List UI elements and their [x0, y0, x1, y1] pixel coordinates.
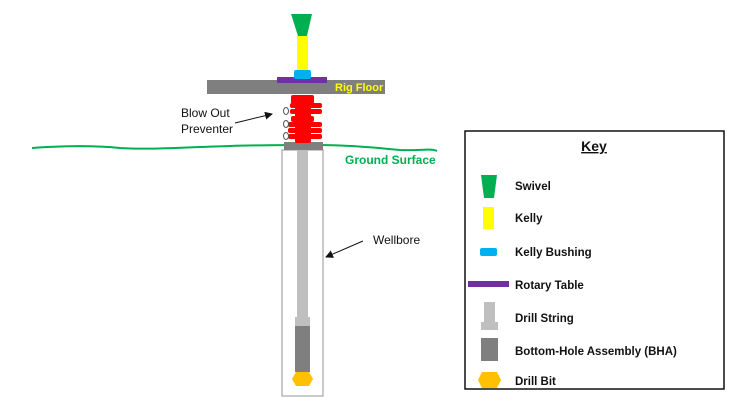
drill-bit [292, 372, 313, 386]
bop-label-line2: Preventer [181, 122, 233, 136]
swivel-icon [481, 175, 497, 198]
key-item-rotary-table: Rotary Table [515, 280, 584, 292]
bottom-hole-assembly [295, 326, 310, 372]
drill-string-icon [481, 302, 498, 330]
rig-floor-label: Rig Floor [335, 82, 384, 94]
key-title: Key [581, 138, 607, 154]
kelly [297, 36, 308, 70]
rig-floor [207, 80, 385, 94]
drill-string [297, 150, 308, 318]
key-item-bha: Bottom-Hole Assembly (BHA) [515, 346, 677, 358]
key-legend: Key Swivel Kelly Kelly Bushing Rotary Ta… [464, 130, 725, 390]
wellhead [284, 142, 323, 150]
key-item-kelly: Kelly [515, 213, 543, 225]
drill-bit-icon [478, 372, 501, 388]
wellbore-label: Wellbore [373, 233, 420, 247]
rotary-table [277, 77, 327, 83]
bop-valves [283, 107, 289, 140]
key-item-kelly-bushing: Kelly Bushing [515, 247, 592, 259]
wellbore-arrow [325, 240, 364, 258]
kelly-icon [483, 207, 494, 229]
bop-arrow [234, 111, 273, 124]
key-item-drill-string: Drill String [515, 313, 574, 325]
rotary-table-icon [468, 281, 509, 287]
ground-surface-label: Ground Surface [345, 153, 436, 167]
kelly-bushing-icon [480, 248, 497, 256]
blow-out-preventer [288, 95, 322, 143]
ground-surface-line [31, 143, 438, 152]
swivel [291, 14, 312, 36]
drill-string-collar [295, 317, 310, 326]
bop-label-line1: Blow Out [181, 106, 230, 120]
key-item-swivel: Swivel [515, 181, 551, 193]
bha-icon [481, 338, 498, 361]
key-item-drill-bit: Drill Bit [515, 376, 556, 388]
kelly-bushing [294, 70, 311, 79]
